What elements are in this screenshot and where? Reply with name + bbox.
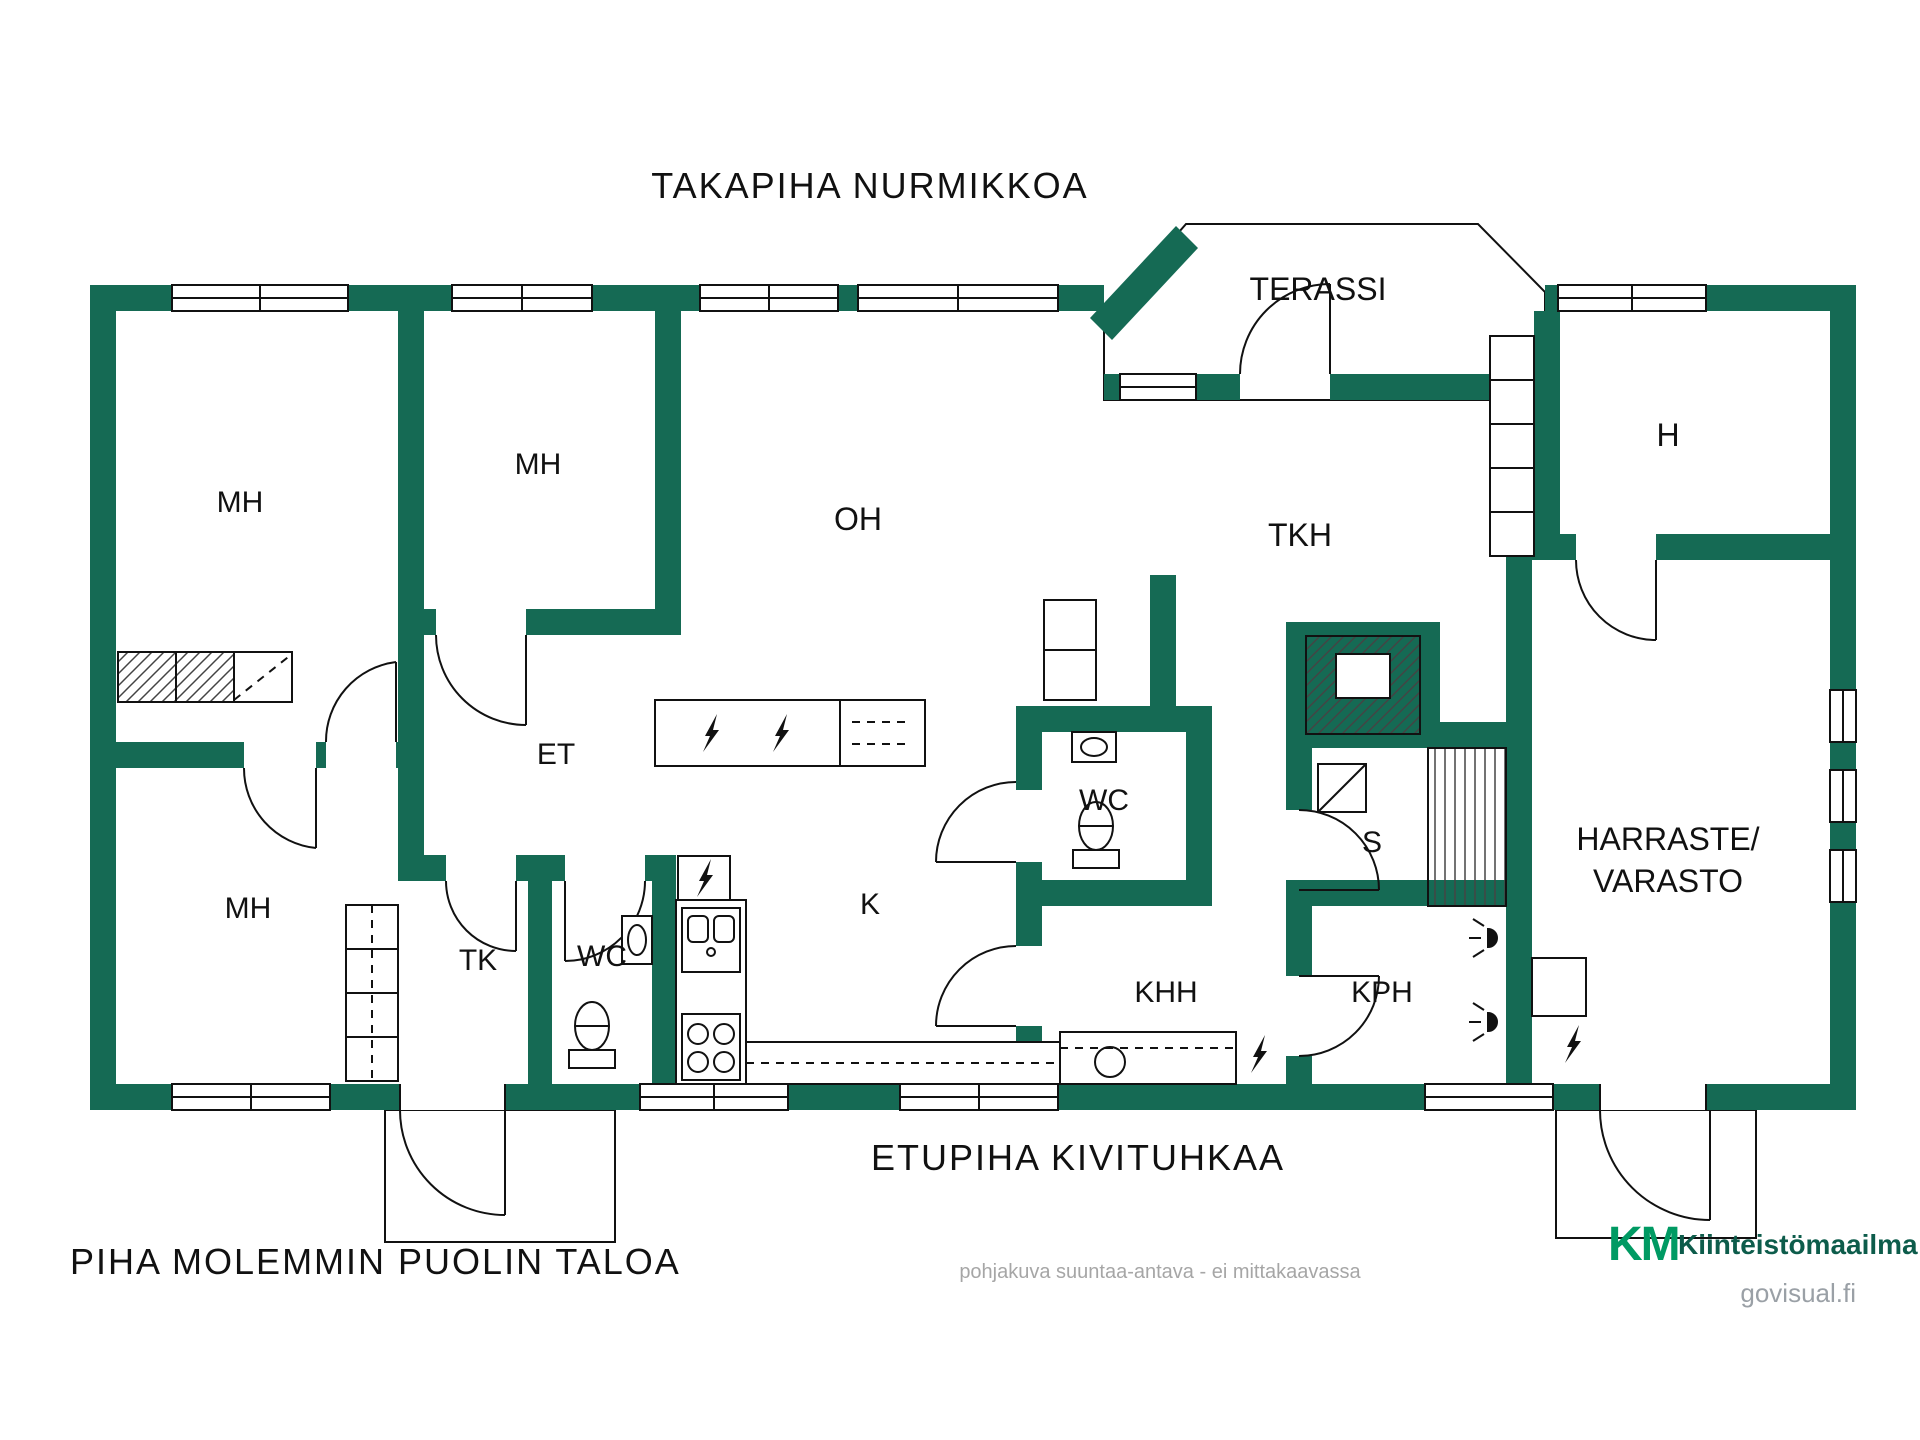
room-labels: MH MH OH TERASSI TKH H ET K TK WC WC MH … [217,271,1760,1009]
backyard-title: TAKAPIHA NURMIKKOA [651,165,1088,206]
wc-left-sink [621,915,653,965]
windows [171,284,1857,1111]
kitchen-electrical-box [677,855,731,901]
sauna-stove [1317,763,1367,813]
room-label-harraste-2: VARASTO [1593,863,1743,899]
watermark: govisual.fi [1740,1278,1856,1308]
door-arcs [242,283,1711,1221]
room-label-wc-left: WC [577,940,627,973]
hall-cabinets [1043,599,1097,701]
room-label-s: S [1362,826,1382,859]
island-electrical-cabinet [654,699,926,767]
room-label-oh: OH [834,501,882,537]
room-label-mh1: MH [217,486,264,519]
khh-counter [1059,1031,1267,1085]
yard-note: PIHA MOLEMMIN PUOLIN TALOA [70,1241,681,1282]
exterior-door-gaps [399,1084,1707,1110]
h-room-shelves [1489,335,1535,557]
room-label-h: H [1656,417,1679,453]
room-label-mh2: MH [515,448,562,481]
kph-wall-light-icon-2 [1468,1002,1498,1042]
room-label-terassi: TERASSI [1250,271,1387,307]
room-label-wc-mid: WC [1079,784,1129,817]
room-label-tk: TK [459,944,497,977]
km-logo-mark: KM [1608,1218,1679,1271]
fireplace [1305,635,1421,735]
room-label-tkh: TKH [1268,517,1332,553]
wc-left-toilet-icon [568,1001,616,1069]
stove [681,1013,741,1081]
sauna-benches [1427,747,1507,907]
kph-wall-light-icon [1468,918,1498,958]
wardrobe-mh3 [345,904,399,1082]
room-label-et: ET [537,738,575,771]
wardrobe-mh1 [117,651,293,703]
wc-mid-sink [1071,731,1117,763]
km-logo-name: Kiinteistömaailma [1678,1229,1918,1260]
room-label-khh: KHH [1134,976,1197,1009]
entry-porch [384,1109,616,1243]
room-label-mh3: MH [225,892,272,925]
kitchen-sink [681,907,741,973]
km-logo: KM Kiinteistömaailma [1608,1218,1918,1271]
room-label-kph: KPH [1351,976,1413,1009]
storage-cabinet [1531,957,1587,1063]
room-label-k: K [860,888,880,921]
room-label-harraste-1: HARRASTE/ [1576,821,1759,857]
frontyard-title: ETUPIHA KIVITUHKAA [871,1137,1285,1178]
disclaimer-text: pohjakuva suuntaa-antava - ei mittakaava… [959,1261,1361,1283]
